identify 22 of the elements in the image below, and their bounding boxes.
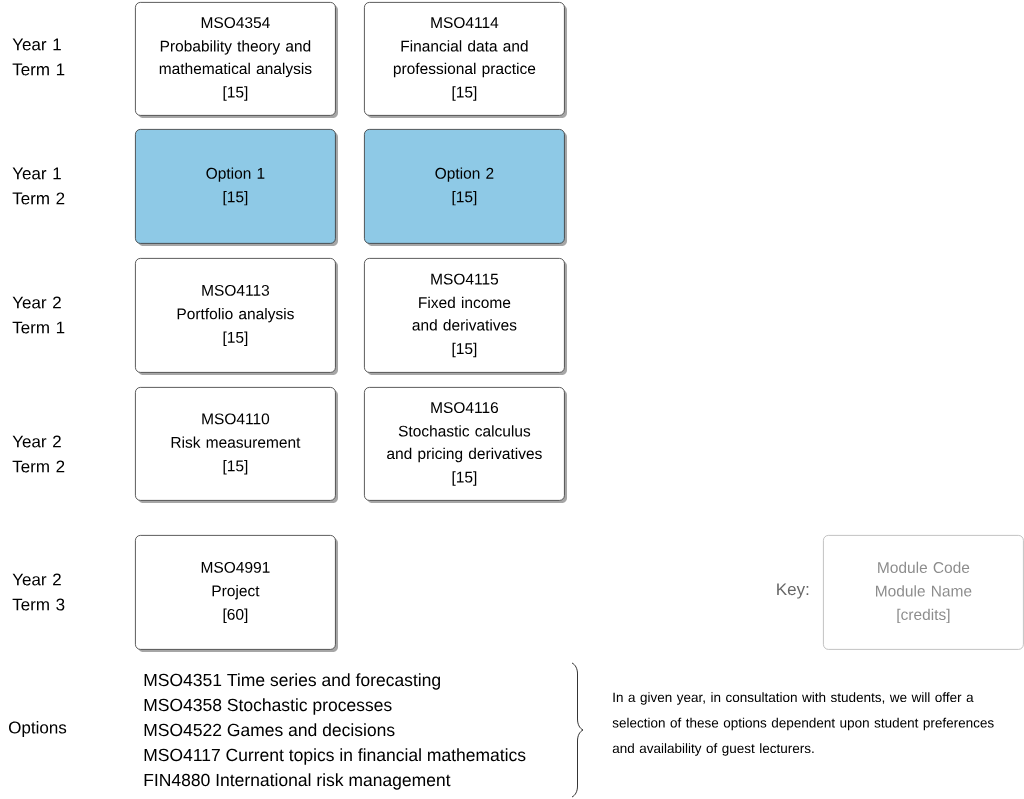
module-box: Option 1 [15] (135, 129, 338, 246)
module-box: MSO4113 Portfolio analysis [15] (135, 258, 338, 375)
module-box: Option 2 [15] (364, 129, 567, 246)
option-item: MSO4351 Time series and forecasting (144, 673, 440, 690)
module-box: MSO4354 Probability theory and mathematical analysis [15] (135, 2, 338, 118)
option-item: MSO4117 Current topics in financial mathematics (144, 748, 526, 765)
module-box: MSO4115 Fixed income and derivatives [15] (364, 258, 567, 375)
row-label: Year 2 Term 3 (12, 573, 65, 611)
module-box: MSO4110 Risk measurement [15] (135, 387, 338, 503)
row-label: Year 1 Term 2 (12, 167, 65, 205)
module-box: MSO4114 Financial data and professional practice [15] (364, 2, 567, 118)
module-box: MSO4116 Stochastic calculus and pricing derivatives [15] (364, 387, 567, 503)
option-item: MSO4522 Games and decisions (144, 723, 395, 737)
note-text: In a given year, in consultation with students, we will offer a selection of these options dependent upon student preferences and availability of guest lecturers. (612, 692, 994, 756)
row-label: Year 2 Term 2 (12, 435, 65, 473)
row-label: Year 2 Term 1 (12, 296, 65, 334)
row-label: Options (9, 721, 67, 737)
option-item: FIN4880 International risk management (144, 773, 451, 790)
row-label: Year 1 Term 1 (12, 38, 65, 76)
module-box: Module Code Module Name [credits] (823, 535, 1024, 650)
option-item: MSO4358 Stochastic processes (144, 698, 392, 715)
module-box: MSO4991 Project [60] (135, 535, 338, 652)
